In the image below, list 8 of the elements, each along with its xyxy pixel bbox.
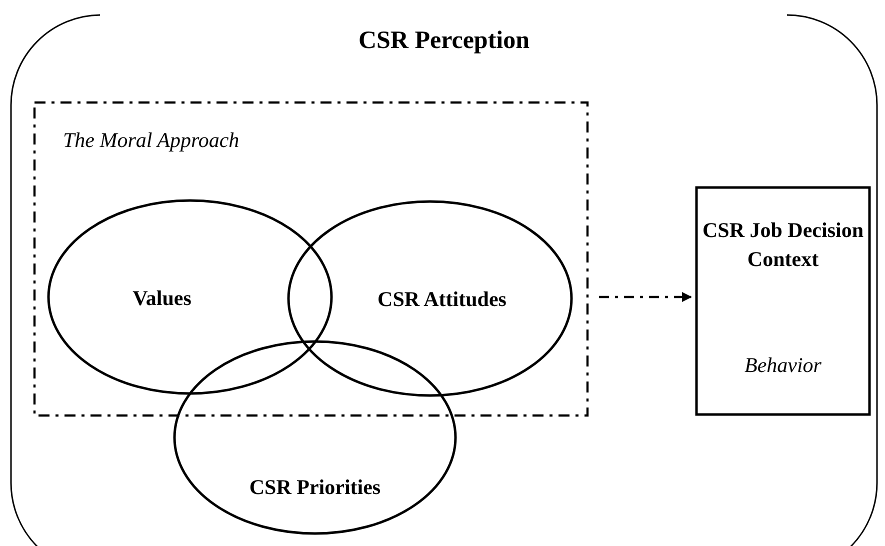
ellipse-label: CSR Priorities <box>248 474 382 501</box>
ellipse-label: CSR Attitudes <box>376 286 508 313</box>
dash-dot-arrow <box>599 292 692 302</box>
box-subtitle: Behavior <box>744 352 822 379</box>
ellipse-label: Values <box>132 285 192 312</box>
box-heading: CSR Job Decision Context <box>701 217 865 273</box>
group-label: The Moral Approach <box>63 127 240 154</box>
title: CSR Perception <box>357 26 531 56</box>
